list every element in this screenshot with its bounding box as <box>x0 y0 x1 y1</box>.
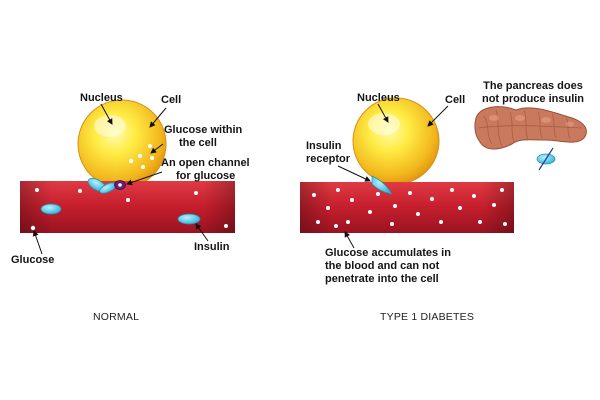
normal-cell-highlight <box>94 115 126 137</box>
receptor-line2: receptor <box>306 153 351 165</box>
glucose-within-cell <box>128 144 154 169</box>
accumulates-line3: penetrate into the cell <box>325 273 439 285</box>
open-channel-line1: An open channel <box>161 157 250 169</box>
type1-nucleus-label: Nucleus <box>357 92 400 104</box>
type1-cell-highlight <box>368 113 400 135</box>
accumulates-line2: the blood and can not <box>325 260 440 272</box>
type1-cell-label: Cell <box>445 94 466 106</box>
arrow-type1-receptor <box>337 165 371 182</box>
type1-caption: TYPE 1 DIABETES <box>380 311 475 323</box>
accumulates-label: Glucose accumulates in the blood and can… <box>325 247 451 286</box>
arrow-insulin <box>195 223 209 242</box>
type1-blood-glucose <box>312 188 507 228</box>
insulin-receptor-label: Insulin receptor <box>306 140 350 166</box>
no-insulin-symbol <box>536 147 556 171</box>
type1-panel <box>300 97 587 249</box>
normal-panel <box>20 99 235 255</box>
arrow-type1-cell <box>427 105 449 127</box>
insulin-receptor <box>371 175 393 195</box>
arrow-nucleus <box>100 103 113 125</box>
arrow-type1-accumulates <box>344 231 355 249</box>
glucose-within-line1: Glucose within <box>164 124 243 136</box>
glucose-within-line2: the cell <box>179 137 217 149</box>
pancreas-line1: The pancreas does <box>483 80 583 92</box>
open-channel-label: An open channel for glucose <box>161 157 250 183</box>
normal-cell-label: Cell <box>161 94 182 106</box>
normal-insulin-molecule <box>40 203 62 215</box>
receptor-line1: Insulin <box>306 140 342 152</box>
normal-nucleus-label: Nucleus <box>80 92 123 104</box>
arrow-type1-nucleus <box>377 103 389 123</box>
arrow-glucose-within <box>150 143 164 154</box>
accumulates-line1: Glucose accumulates in <box>325 247 451 259</box>
pancreas-illustration <box>474 106 587 150</box>
arrow-cell <box>149 107 167 128</box>
open-channel-line2: for glucose <box>176 170 236 182</box>
normal-insulin-molecule <box>177 213 201 225</box>
pancreas-line2: not produce insulin <box>481 93 585 105</box>
arrow-glucose <box>32 230 43 255</box>
normal-caption: NORMAL <box>93 311 140 323</box>
glucose-within-label: Glucose within the cell <box>164 124 242 150</box>
normal-blood-glucose <box>30 188 228 231</box>
normal-insulin-label: Insulin <box>194 241 230 253</box>
pancreas-label: The pancreas does not produce insulin <box>478 80 588 106</box>
normal-glucose-label: Glucose <box>11 254 55 266</box>
type1-cell <box>352 97 440 185</box>
arrow-open-channel <box>126 171 163 186</box>
